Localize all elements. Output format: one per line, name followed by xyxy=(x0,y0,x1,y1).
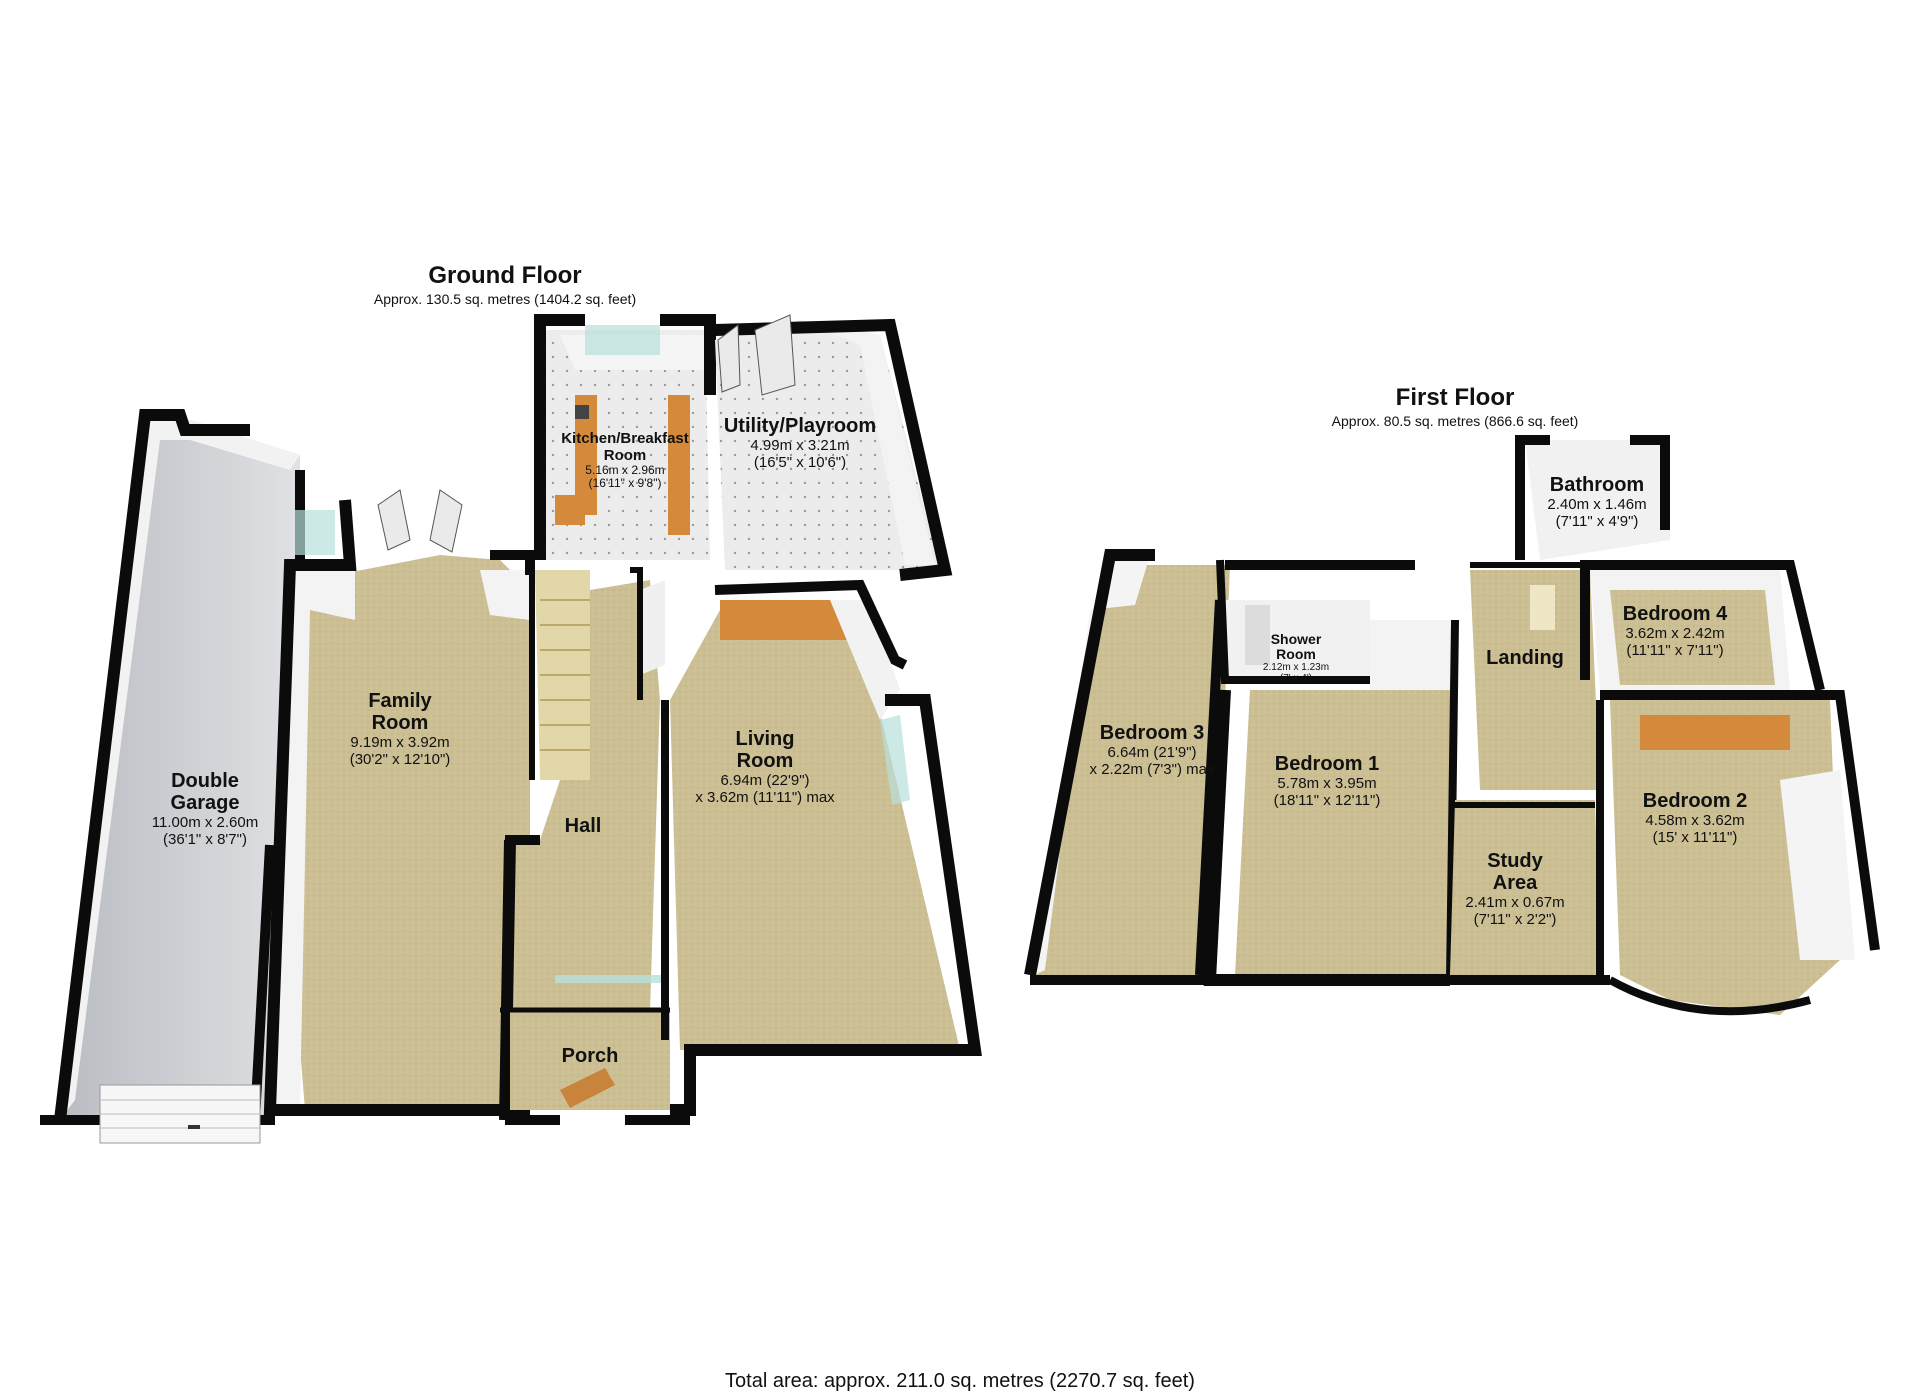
landing-label: Landing xyxy=(1486,647,1564,669)
shower-tray xyxy=(1245,605,1270,665)
bedroom-2-label: Bedroom 2 4.58m x 3.62m (15' x 11'11") xyxy=(1642,790,1748,846)
staircase xyxy=(529,570,590,780)
first-floor-header: First Floor Approx. 80.5 sq. metres (866… xyxy=(1280,384,1630,430)
porch-label: Porch xyxy=(561,1045,619,1067)
double-garage-room xyxy=(40,409,305,1144)
bedroom-3 xyxy=(1024,549,1230,985)
family-room-window xyxy=(295,510,335,555)
ground-floor-plan xyxy=(40,314,982,1144)
bathroom-label: Bathroom 2.40m x 1.46m (7'11" x 4'9") xyxy=(1547,474,1647,530)
bedroom-2-wardrobe xyxy=(1640,715,1790,750)
ground-floor-header: Ground Floor Approx. 130.5 sq. metres (1… xyxy=(290,262,720,308)
hob xyxy=(575,405,589,419)
bedroom-3-label: Bedroom 3 6.64m (21'9") x 2.22m (7'3") m… xyxy=(1089,722,1215,778)
kitchen-window xyxy=(585,325,660,355)
living-room-units xyxy=(720,600,855,640)
living-room-label: Living Room 6.94m (22'9") x 3.62m (11'11… xyxy=(695,728,835,806)
hall xyxy=(499,580,665,1121)
first-floor-plan xyxy=(1024,435,1880,1016)
porch xyxy=(500,975,690,1125)
living-room xyxy=(670,579,982,1116)
bedroom-4-label: Bedroom 4 3.62m x 2.42m (11'11" x 7'11") xyxy=(1622,603,1728,659)
total-area: Total area: approx. 211.0 sq. metres (22… xyxy=(725,1370,1195,1392)
kitchen-label: Kitchen/Breakfast Room 5.16m x 2.96m (16… xyxy=(561,430,689,490)
first-floor-title: First Floor xyxy=(1395,384,1515,411)
ground-floor-area: Approx. 130.5 sq. metres (1404.2 sq. fee… xyxy=(373,291,637,307)
bedroom-1 xyxy=(1203,619,1459,986)
kitchen-worktops xyxy=(555,395,690,535)
ground-floor-title: Ground Floor xyxy=(428,262,582,289)
shower-room-label: Shower Room 2.12m x 1.23m (7' x 4') xyxy=(1262,631,1330,685)
first-floor-area: Approx. 80.5 sq. metres (866.6 sq. feet) xyxy=(1331,413,1579,429)
bedroom-4 xyxy=(1580,560,1825,692)
hall-label: Hall xyxy=(564,815,602,837)
study-area xyxy=(1450,800,1610,985)
garage-label: Double Garage 11.00m x 2.60m (36'1" x 8'… xyxy=(151,770,259,848)
bedroom-2-fitted-wardrobes xyxy=(1780,770,1855,960)
kitchen-breakfast-room xyxy=(534,314,716,560)
family-room-french-doors xyxy=(377,489,463,553)
shower-room xyxy=(1216,559,1375,684)
landing xyxy=(1470,562,1600,790)
porch-inner-door xyxy=(555,975,665,983)
bedroom-2 xyxy=(1596,690,1880,1016)
utility-label: Utility/Playroom 4.99m x 3.21m (16'5" x … xyxy=(723,415,877,471)
utility-playroom xyxy=(714,314,953,581)
family-room xyxy=(263,489,535,1116)
garage-door xyxy=(99,1084,261,1144)
family-room-label: Family Room 9.19m x 3.92m (30'2" x 12'10… xyxy=(349,690,451,768)
study-area-label: Study Area 2.41m x 0.67m (7'11" x 2'2") xyxy=(1465,850,1565,928)
front-door xyxy=(560,1068,615,1108)
bedroom-1-label: Bedroom 1 5.78m x 3.95m (18'11" x 12'11"… xyxy=(1273,753,1381,809)
utility-door-external xyxy=(717,314,796,396)
bathroom xyxy=(1515,435,1670,560)
